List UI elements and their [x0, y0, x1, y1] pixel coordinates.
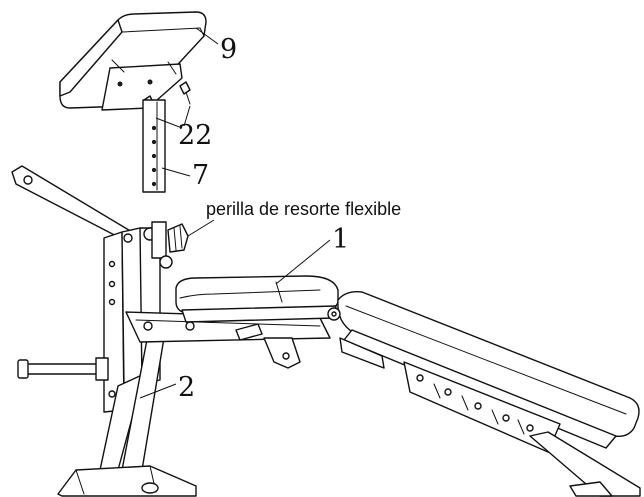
pad-part-9	[59, 11, 207, 111]
label-part-7: 7	[192, 160, 210, 191]
front-frame	[11, 165, 197, 497]
label-spring-knob: perilla de resorte flexible	[206, 199, 402, 219]
label-part-1: 1	[332, 224, 350, 255]
post-part-7	[142, 99, 166, 193]
seat-part-1	[175, 275, 339, 323]
label-part-9: 9	[220, 34, 238, 65]
label-part-2: 2	[178, 372, 196, 403]
label-part-22: 22	[178, 120, 213, 151]
rear-frame	[339, 337, 641, 497]
leader-lines	[139, 27, 331, 399]
